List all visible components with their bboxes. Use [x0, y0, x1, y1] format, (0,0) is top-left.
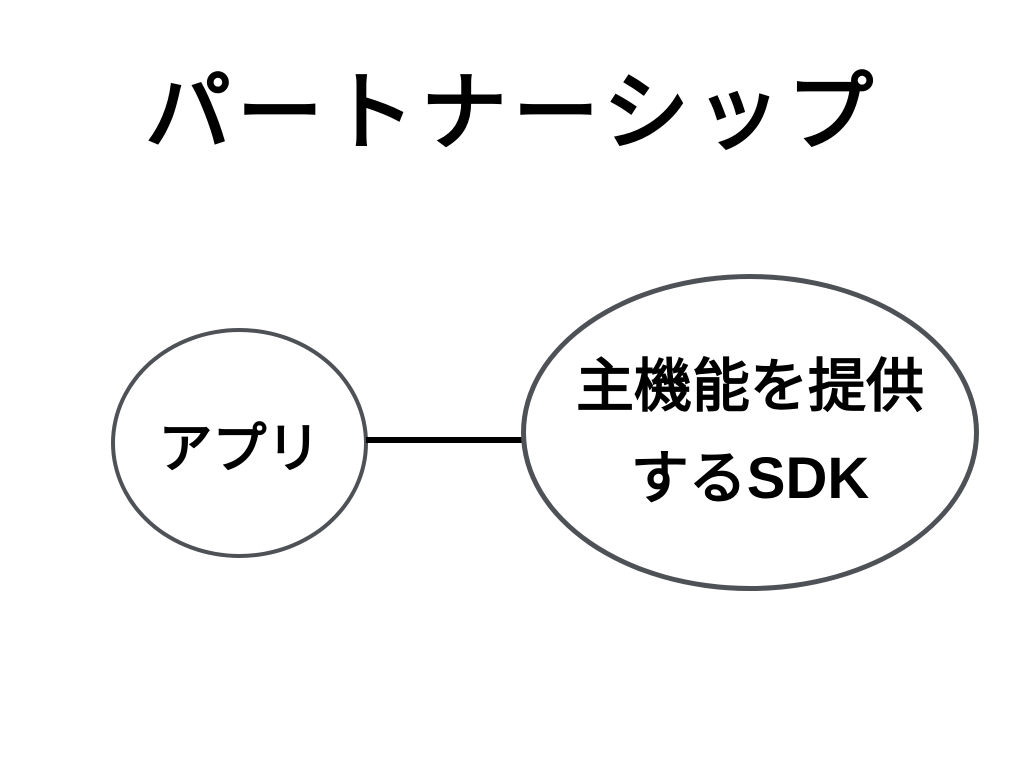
connector-line: [366, 437, 524, 443]
node-sdk-label-line2: するSDK: [630, 445, 870, 511]
diagram-node-app: アプリ: [111, 328, 368, 558]
node-app-label: アプリ: [158, 418, 321, 479]
node-sdk-label-line1: 主機能を提供: [575, 353, 924, 419]
diagram-node-sdk: 主機能を提供 するSDK: [521, 274, 979, 591]
slide-title: パートナーシップ: [144, 65, 880, 161]
